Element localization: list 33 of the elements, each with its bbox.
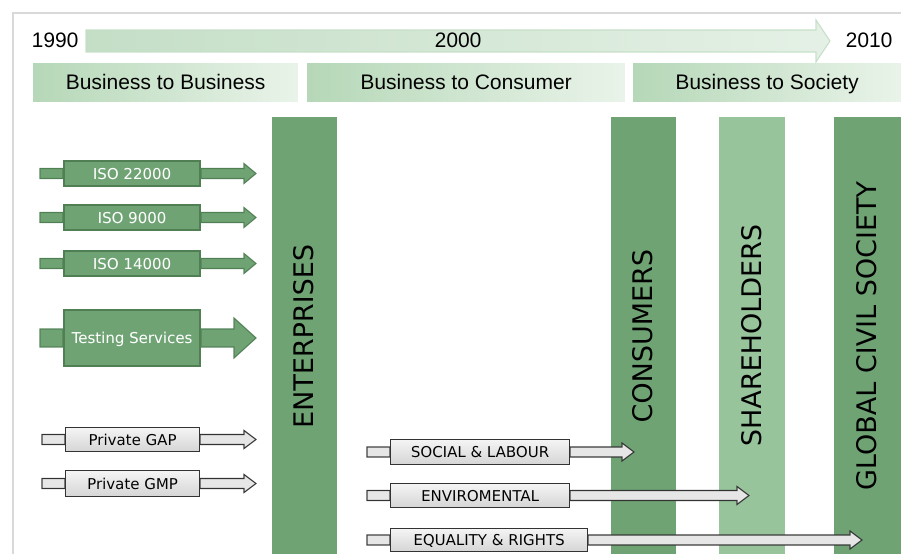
bar-label: GLOBAL CIVIL SOCIETY [852, 181, 883, 490]
phase-band: Business to Business [33, 63, 298, 102]
block-arrow [200, 252, 257, 275]
block-arrow [200, 316, 257, 360]
block-arrow [569, 442, 635, 462]
label-box: EQUALITY & RIGHTS [390, 528, 588, 552]
block-arrow [200, 162, 257, 185]
label-box: Private GAP [65, 427, 200, 452]
label-box: SOCIAL & LABOUR [390, 439, 570, 465]
phase-band: Business to Society [633, 63, 901, 102]
label-box: ISO 22000 [63, 160, 201, 187]
block-arrow [587, 530, 863, 550]
block-arrow [569, 485, 750, 506]
stakeholder-bar [272, 117, 337, 554]
label-box: ISO 9000 [63, 204, 201, 231]
timeline-arrow [85, 18, 831, 64]
stakeholder-bar [611, 117, 676, 554]
edge-label: 2000 [434, 29, 482, 53]
bar-label: ENTERPRISES [289, 244, 320, 428]
stakeholder-bar [719, 117, 785, 554]
phase-band: Business to Consumer [307, 63, 625, 102]
year-label: 1990 [22, 28, 88, 54]
label-box: ENVIROMENTAL [390, 483, 570, 508]
stakeholder-bar [834, 117, 901, 554]
block-arrow [199, 473, 257, 494]
year-label: 2010 [836, 28, 901, 54]
label-box: ISO 14000 [63, 250, 201, 277]
label-box: Private GMP [65, 470, 200, 497]
bar-label: SHAREHOLDERS [736, 224, 768, 447]
label-box: Testing Services [63, 309, 201, 367]
block-arrow [199, 429, 257, 450]
bar-label: CONSUMERS [628, 248, 659, 422]
block-arrow [200, 206, 257, 229]
